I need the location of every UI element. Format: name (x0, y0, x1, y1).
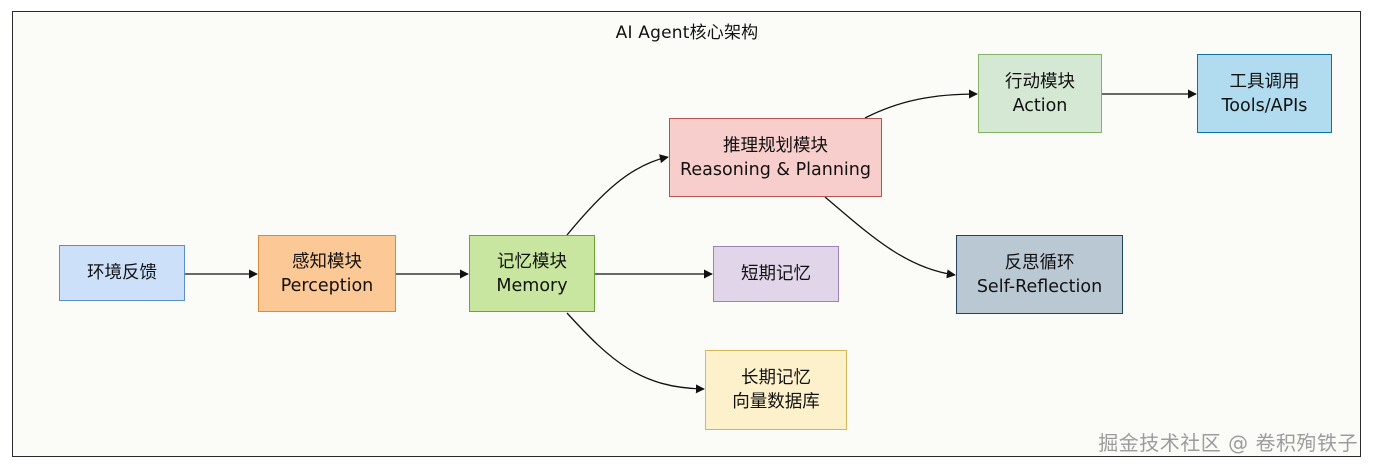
node-reasoning-label-en: Reasoning & Planning (680, 159, 871, 180)
node-short-term-memory: 短期记忆 (713, 246, 839, 302)
node-perception-label-en: Perception (280, 275, 374, 296)
node-reflection-label-cn: 反思循环 (1004, 252, 1075, 273)
diagram-frame (12, 11, 1361, 457)
node-reasoning-planning: 推理规划模块 Reasoning & Planning (669, 118, 882, 197)
node-environment-feedback: 环境反馈 (59, 245, 185, 301)
node-perception-label-cn: 感知模块 (292, 251, 362, 272)
node-tools: 工具调用 Tools/APIs (1197, 54, 1332, 133)
node-tools-label-en: Tools/APIs (1221, 95, 1308, 116)
node-reasoning-label-cn: 推理规划模块 (723, 135, 828, 156)
node-self-reflection: 反思循环 Self-Reflection (956, 235, 1123, 314)
node-memory-label-cn: 记忆模块 (497, 251, 567, 272)
node-long-term-memory-label-2: 向量数据库 (732, 392, 820, 412)
node-action: 行动模块 Action (978, 54, 1102, 133)
node-short-term-memory-label: 短期记忆 (741, 264, 811, 284)
node-memory-label-en: Memory (496, 275, 568, 296)
node-tools-label-cn: 工具调用 (1229, 71, 1300, 92)
node-action-label-cn: 行动模块 (1005, 71, 1075, 92)
watermark: 掘金技术社区 @ 卷积殉铁子 (1098, 431, 1358, 455)
node-reflection-label-en: Self-Reflection (976, 276, 1103, 297)
node-perception: 感知模块 Perception (258, 235, 396, 312)
node-long-term-memory-label-1: 长期记忆 (741, 368, 811, 388)
node-environment-feedback-label: 环境反馈 (87, 263, 157, 283)
node-action-label-en: Action (1012, 95, 1068, 116)
node-memory: 记忆模块 Memory (469, 235, 595, 312)
diagram-title: AI Agent核心架构 (615, 23, 759, 43)
node-long-term-memory: 长期记忆 向量数据库 (705, 350, 847, 430)
